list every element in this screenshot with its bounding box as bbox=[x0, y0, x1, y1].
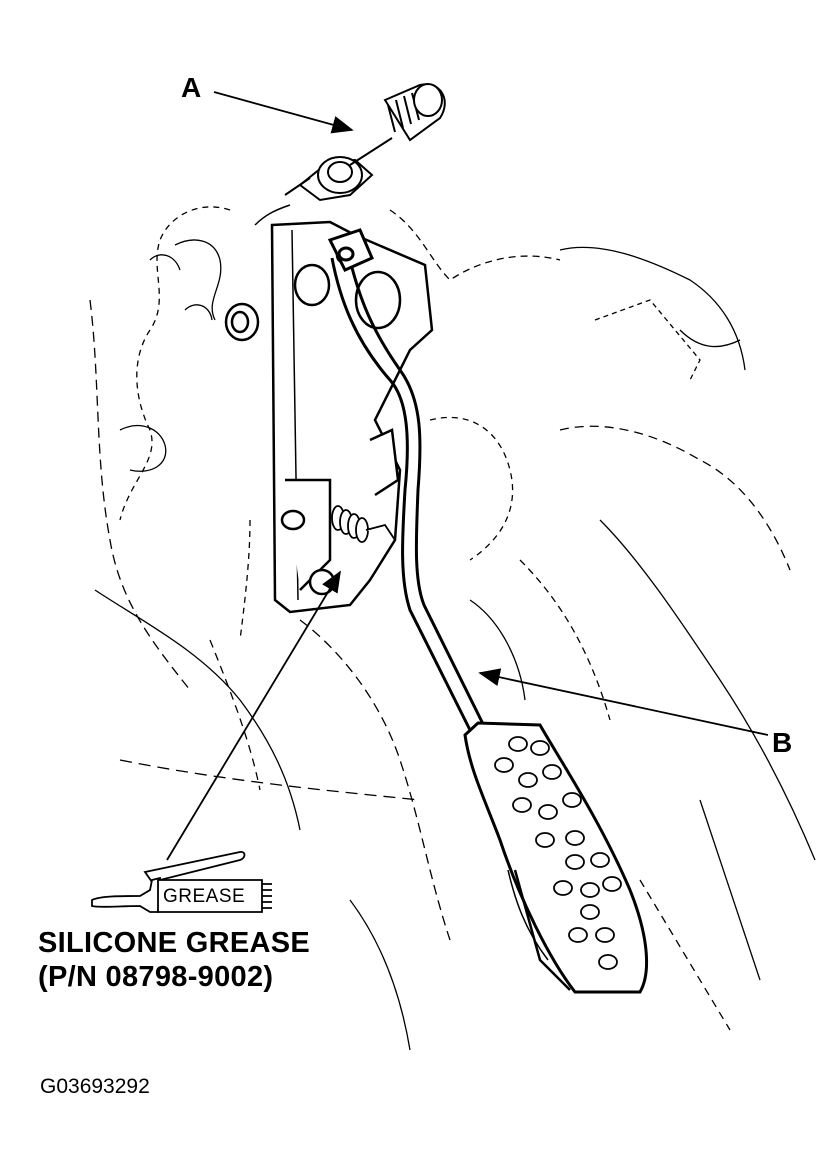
grease-part-number: (P/N 08798-9002) bbox=[38, 961, 274, 993]
leader-a bbox=[213, 91, 354, 134]
grease-tube-label: GREASE bbox=[163, 886, 246, 907]
pedal-bracket bbox=[224, 220, 434, 614]
callout-b-label: B bbox=[772, 727, 793, 758]
leader-grease bbox=[166, 570, 341, 861]
figure-id: G03693292 bbox=[40, 1075, 150, 1098]
cable-end-connector bbox=[254, 83, 446, 226]
callout-a-label: A bbox=[181, 72, 202, 103]
pedal-pad bbox=[463, 721, 648, 994]
grease-tube-icon bbox=[91, 851, 272, 913]
return-spring bbox=[331, 505, 396, 543]
grease-name: SILICONE GREASE bbox=[38, 927, 310, 959]
leader-b bbox=[478, 668, 769, 736]
leader-lines bbox=[166, 91, 769, 861]
background-body-lines bbox=[89, 206, 816, 1051]
pedal-arm bbox=[327, 228, 488, 731]
